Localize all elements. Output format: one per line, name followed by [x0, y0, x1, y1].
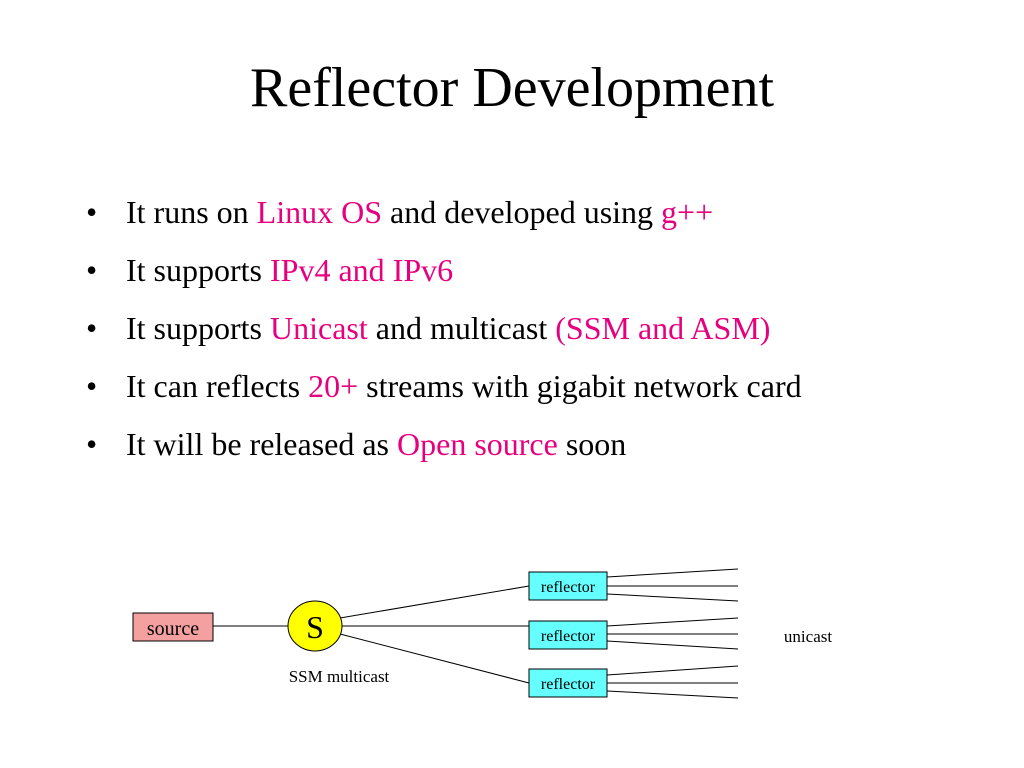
bullet-dot-icon: •	[86, 194, 98, 230]
reflector-node: reflector	[528, 571, 608, 601]
bullet-text: It runs on	[126, 194, 257, 230]
highlighted-text: (SSM and ASM)	[555, 310, 771, 346]
bullet-item: • It supports Unicast and multicast (SSM …	[84, 306, 964, 350]
bullet-text: It can reflects	[126, 368, 309, 404]
reflector-box	[528, 571, 608, 601]
unicast-line	[606, 665, 739, 676]
highlighted-text: Unicast	[270, 310, 368, 346]
bullet-text: streams with gigabit network card	[358, 368, 802, 404]
unicast-line	[606, 568, 739, 578]
highlighted-text: IPv4 and IPv6	[270, 252, 454, 288]
unicast-line	[606, 690, 739, 699]
unicast-line	[606, 593, 739, 602]
bullet-item: • It can reflects 20+ streams with gigabi…	[84, 364, 964, 408]
source-label: source	[147, 618, 199, 640]
highlighted-text: Linux OS	[256, 194, 382, 230]
reflector-node: reflector	[528, 668, 608, 698]
bullet-item: • It supports IPv4 and IPv6	[84, 248, 964, 292]
source-box	[132, 612, 214, 642]
bullet-text: and developed using	[382, 194, 662, 230]
bullet-text: and multicast	[367, 310, 556, 346]
bullet-dot-icon: •	[86, 310, 98, 346]
ssm-multicast-label: SSM multicast	[289, 667, 390, 686]
bullet-item: • It runs on Linux OS and developed using…	[84, 190, 964, 234]
highlighted-text: g++	[661, 194, 714, 230]
multicast-line-top	[339, 585, 530, 619]
unicast-label: unicast	[784, 627, 832, 646]
bullet-text: It will be released as	[126, 426, 397, 462]
bullet-dot-icon: •	[86, 368, 98, 404]
unicast-line	[606, 640, 739, 650]
highlighted-text: 20+	[308, 368, 359, 404]
multicast-line-bottom	[339, 633, 530, 684]
server-circle	[287, 600, 343, 652]
bullet-text: It supports	[126, 310, 270, 346]
bullet-text: soon	[557, 426, 627, 462]
bullet-dot-icon: •	[86, 252, 98, 288]
slide-title: Reflector Development	[249, 57, 774, 119]
bullet-text: It supports	[126, 252, 270, 288]
reflector-box	[528, 668, 608, 698]
reflector-node: reflector	[528, 620, 608, 650]
server-node: S	[287, 600, 343, 652]
reflector-label: reflector	[541, 579, 596, 596]
reflector-box	[528, 620, 608, 650]
server-label: S	[306, 609, 324, 645]
unicast-line	[606, 617, 739, 627]
bullet-dot-icon: •	[86, 426, 98, 462]
reflector-label: reflector	[541, 628, 596, 645]
bullet-list: • It runs on Linux OS and developed using…	[84, 190, 964, 480]
highlighted-text: Open source	[397, 426, 558, 462]
source-node: source	[132, 612, 214, 642]
reflector-label: reflector	[541, 676, 596, 693]
bullet-item: • It will be released as Open source soon	[84, 422, 964, 466]
